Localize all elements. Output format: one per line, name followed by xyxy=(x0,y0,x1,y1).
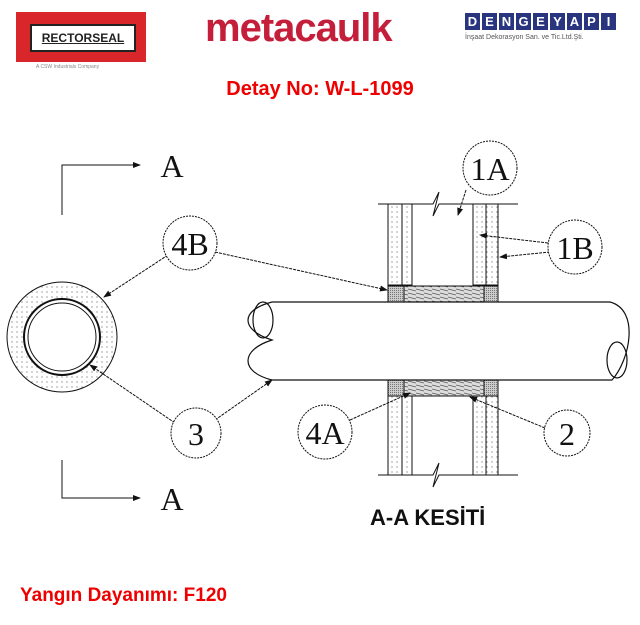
label-1B: 1B xyxy=(556,230,593,266)
metacaulk-logo: metacaulk xyxy=(205,6,393,50)
callout-1A xyxy=(462,140,518,196)
label-2: 2 xyxy=(559,416,575,452)
callout-3 xyxy=(170,407,222,459)
wall-lower xyxy=(378,379,518,488)
label-3: 3 xyxy=(188,416,204,452)
callout-4B xyxy=(162,215,218,271)
label-4B: 4B xyxy=(171,226,208,262)
section-title: A-A KESİTİ xyxy=(370,505,486,530)
dengeyapi-letter: E xyxy=(482,13,497,30)
fire-rating: Yangın Dayanımı: F120 xyxy=(20,585,227,606)
leader-lines xyxy=(89,189,551,429)
callout-4A xyxy=(297,404,353,460)
dengeyapi-letter: P xyxy=(584,13,599,30)
section-mark-bottom-label: A xyxy=(160,481,183,517)
dengeyapi-letter: D xyxy=(465,13,480,30)
dengeyapi-letter: I xyxy=(601,13,616,30)
section-mark-top-label: A xyxy=(160,148,183,184)
pipe-cross-section xyxy=(6,281,118,393)
pipe-elevation xyxy=(247,301,630,381)
section-marker-top xyxy=(61,162,141,215)
callout-1B xyxy=(547,219,603,275)
section-marker-bottom xyxy=(61,460,141,501)
rectorseal-logo: RECTORSEAL A CSW Industrials Company xyxy=(16,12,146,72)
dengeyapi-letter: G xyxy=(516,13,531,30)
dengeyapi-subtitle: İnşaat Dekorasyon San. ve Tic.Ltd.Şti. xyxy=(465,34,584,41)
dengeyapi-letter: E xyxy=(533,13,548,30)
dengeyapi-letter: A xyxy=(567,13,582,30)
label-1A: 1A xyxy=(470,151,509,187)
rectorseal-subtitle: A CSW Industrials Company xyxy=(36,64,100,70)
callout-2 xyxy=(543,409,591,457)
dengeyapi-letter: N xyxy=(499,13,514,30)
detail-number: Detay No: W-L-1099 xyxy=(226,78,414,100)
wall-upper xyxy=(378,191,518,303)
rectorseal-name: RECTORSEAL xyxy=(30,24,136,52)
dengeyapi-letter: Y xyxy=(550,13,565,30)
label-4A: 4A xyxy=(305,415,344,451)
